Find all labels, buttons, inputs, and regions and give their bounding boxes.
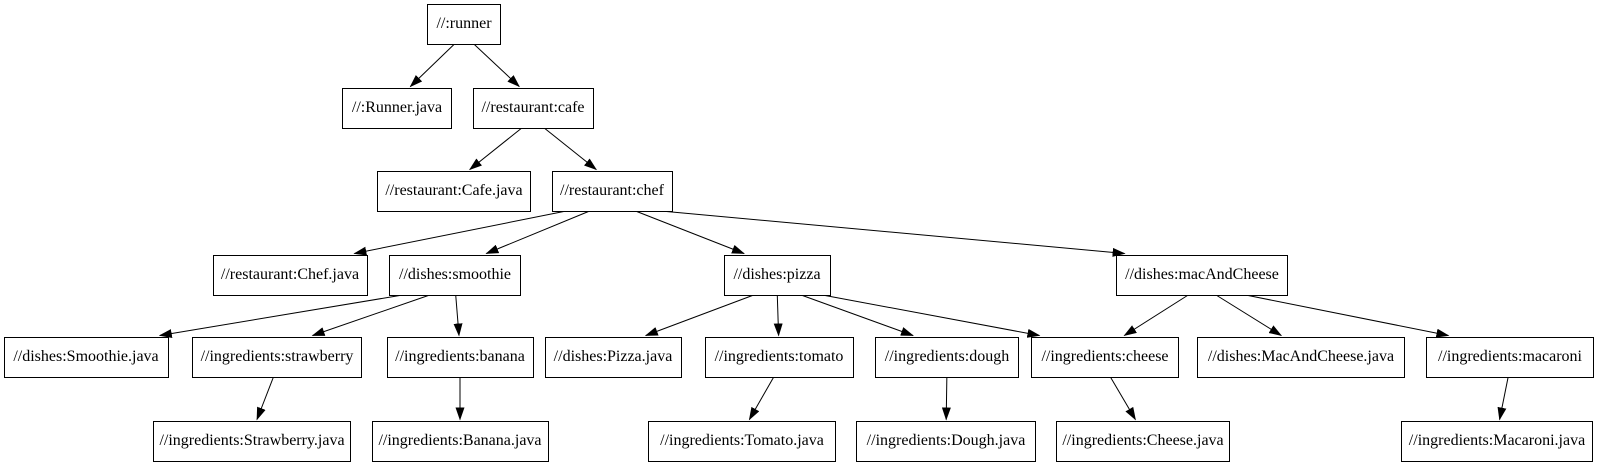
node-label: //dishes:pizza [733,266,821,283]
node-cheese: //ingredients:cheese [1031,336,1179,378]
edge-smoothie-to-banana [453,295,463,337]
node-smoothie: //dishes:smoothie [389,254,521,296]
node-label: //restaurant:chef [560,182,664,199]
node-label: //:Runner.java [351,99,443,116]
node-dough-java: //ingredients:Dough.java [856,420,1036,462]
node-cafe: //restaurant:cafe [472,87,594,129]
node-strawberry: //ingredients:strawberry [192,336,362,378]
edge-strawberry-to-strawberry-java [256,377,274,421]
node-label: //ingredients:Tomato.java [660,432,824,449]
node-chef-java: //restaurant:Chef.java [212,254,368,296]
node-cafe-java: //restaurant:Cafe.java [377,170,531,212]
edge-cafe-to-cafe-java [469,128,522,171]
edge-runner-to-runner-java [409,44,455,88]
node-label: //ingredients:banana [395,348,525,365]
node-label: //dishes:Pizza.java [553,348,673,365]
node-dough: //ingredients:dough [875,336,1019,378]
node-label: //dishes:MacAndCheese.java [1207,348,1395,365]
node-banana: //ingredients:banana [386,336,534,378]
edge-pizza-to-cheese [825,295,1041,338]
node-macaroni: //ingredients:macaroni [1426,336,1594,378]
node-label: //dishes:smoothie [399,266,511,283]
edge-macAndCheese-to-macAndCheese-java [1216,295,1283,337]
edge-chef-to-macAndCheese [666,211,1126,257]
node-label: //ingredients:strawberry [200,348,354,365]
node-macAndCheese: //dishes:macAndCheese [1116,254,1288,296]
node-smoothie-java: //dishes:Smoothie.java [3,336,169,378]
node-label: //ingredients:cheese [1041,348,1169,365]
edge-macaroni-to-macaroni-java [1497,377,1509,421]
node-label: //ingredients:Strawberry.java [159,432,345,449]
edge-pizza-to-tomato [773,295,783,337]
node-macaroni-java: //ingredients:Macaroni.java [1401,420,1593,462]
edge-smoothie-to-strawberry [311,295,429,336]
node-label: //:runner [436,15,492,32]
node-runner: //:runner [427,3,501,45]
edge-runner-to-cafe [474,44,520,88]
node-label: //restaurant:cafe [481,99,585,116]
node-pizza: //dishes:pizza [723,254,831,296]
edge-chef-to-pizza [636,211,745,254]
node-macAndCheese-java: //dishes:MacAndCheese.java [1197,336,1405,378]
edge-macAndCheese-to-macaroni [1248,295,1450,338]
edge-chef-to-chef-java [353,211,564,256]
edge-dough-to-dough-java [941,377,951,421]
edge-pizza-to-pizza-java [644,295,753,336]
node-label: //restaurant:Chef.java [220,266,360,283]
node-pizza-java: //dishes:Pizza.java [544,336,682,378]
node-strawberry-java: //ingredients:Strawberry.java [153,420,351,462]
node-label: //ingredients:macaroni [1438,348,1582,365]
node-label: //restaurant:Cafe.java [385,182,523,199]
node-label: //ingredients:tomato [714,348,844,365]
node-tomato-java: //ingredients:Tomato.java [648,420,836,462]
edge-smoothie-to-smoothie-java [158,295,400,338]
node-banana-java: //ingredients:Banana.java [371,420,549,462]
node-label: //dishes:macAndCheese [1125,266,1279,283]
edge-macAndCheese-to-cheese [1123,295,1188,337]
node-chef: //restaurant:chef [551,170,673,212]
node-label: //ingredients:dough [884,348,1010,365]
edge-cheese-to-cheese-java [1110,377,1136,421]
node-label: //ingredients:Cheese.java [1062,432,1224,449]
edge-chef-to-smoothie [485,211,589,254]
edge-tomato-to-tomato-java [748,377,774,421]
edge-pizza-to-dough [802,295,914,336]
node-label: //ingredients:Dough.java [866,432,1026,449]
node-runner-java: //:Runner.java [342,87,452,129]
node-label: //ingredients:Macaroni.java [1408,432,1586,449]
node-tomato: //ingredients:tomato [704,336,854,378]
node-label: //ingredients:Banana.java [378,432,542,449]
node-label: //dishes:Smoothie.java [13,348,159,365]
edge-cafe-to-chef [544,128,597,171]
node-cheese-java: //ingredients:Cheese.java [1056,420,1230,462]
